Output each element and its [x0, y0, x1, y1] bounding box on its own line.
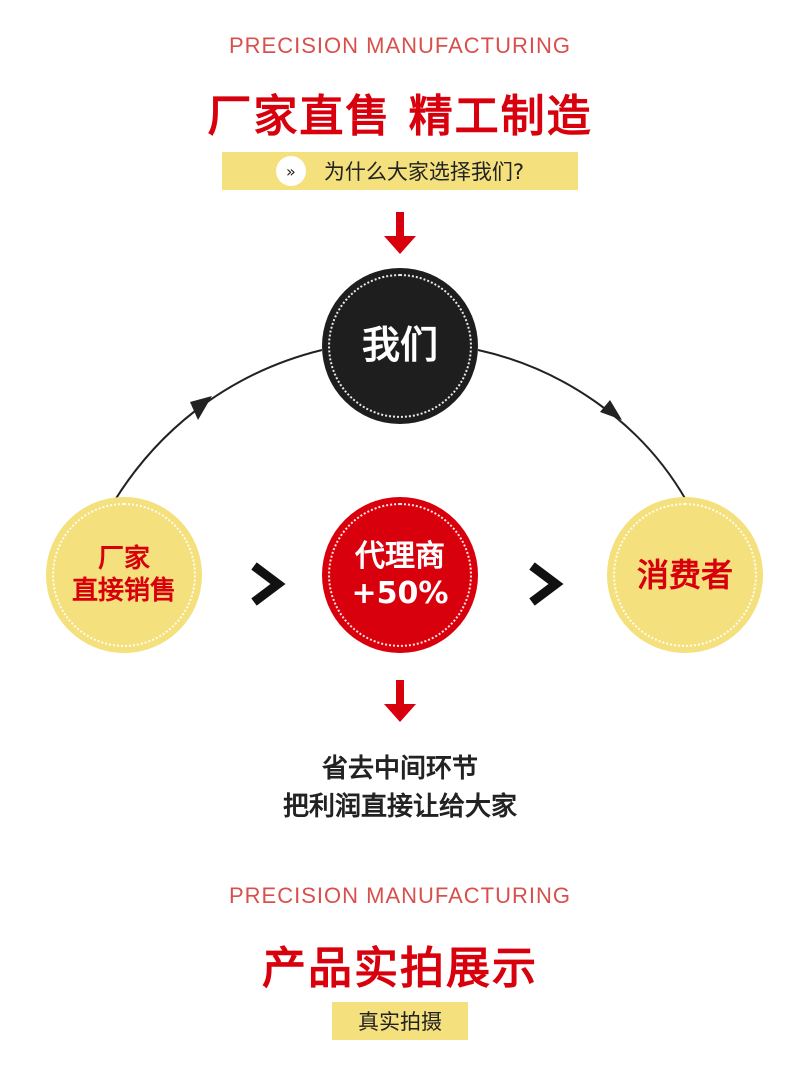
- real-photos-text: 真实拍摄: [358, 1010, 442, 1034]
- arc-left: [114, 349, 323, 501]
- chevron-right-icon-1: [251, 562, 286, 606]
- eyebrow-title: PRECISION MANUFACTURING: [228, 33, 572, 58]
- headline-title: 厂家直售 精工制造: [207, 91, 593, 142]
- why-us-text: 为什么大家选择我们?: [323, 160, 525, 184]
- chevron-right-icon-2: [529, 562, 564, 606]
- arc-arrow-right: [600, 400, 622, 420]
- arc-right: [477, 349, 687, 501]
- eyebrow-title-2: PRECISION MANUFACTURING: [228, 883, 572, 908]
- circle-factory: 厂家 直接销售: [46, 497, 202, 653]
- real-photos-banner: 真实拍摄: [332, 1002, 468, 1040]
- headline-title-2: 产品实拍展示: [262, 943, 538, 994]
- circle-us: 我们: [322, 268, 478, 424]
- arc-arrow-left: [190, 396, 212, 420]
- down-arrow-bottom: [384, 680, 416, 722]
- note-line1: 省去中间环节: [321, 754, 478, 784]
- note-line2: 把利润直接让给大家: [282, 792, 517, 822]
- circle-agent: 代理商 +50%: [322, 497, 478, 653]
- double-chevron-right-icon: »: [275, 156, 306, 186]
- why-us-banner: » 为什么大家选择我们?: [222, 152, 578, 190]
- circle-consumer: 消费者: [607, 497, 763, 653]
- down-arrow-top: [384, 212, 416, 254]
